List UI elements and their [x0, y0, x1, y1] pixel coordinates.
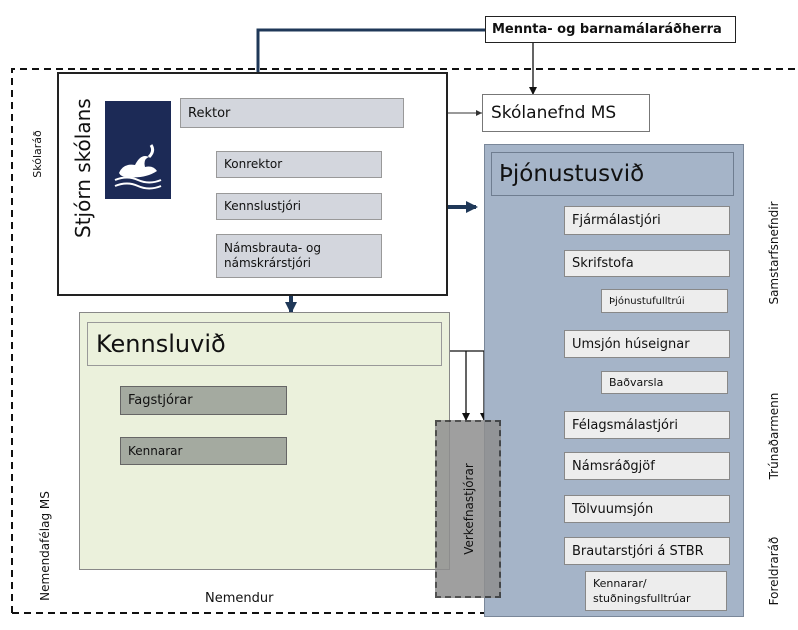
- parents-council-label: Foreldraráð: [767, 536, 781, 606]
- curriculum-director-label: Námsbrauta- og námskrárstjóri: [224, 241, 321, 270]
- deputy-rector-box: Konrektor: [216, 151, 382, 178]
- counseling-box: Námsráðgjöf: [564, 452, 730, 480]
- social-label: Félagsmálastjóri: [572, 417, 678, 433]
- teaching-to-projects: [450, 350, 485, 420]
- stbr-staff-box: Kennarar/ stuðningsfulltrúar: [585, 571, 727, 611]
- services-title: Þjónustusvið: [499, 161, 645, 187]
- students-label: Nemendur: [205, 591, 274, 606]
- office-box: Skrifstofa: [564, 250, 730, 277]
- subject-heads-box: Fagstjórar: [120, 386, 287, 415]
- finance-label: Fjármálastjóri: [572, 213, 661, 228]
- minister-label: Mennta- og barnamálaráðherra: [492, 22, 722, 37]
- property-label: Umsjón húseignar: [572, 336, 690, 352]
- teachers-box: Kennarar: [120, 437, 287, 465]
- stbr-head-box: Brautarstjóri á STBR: [564, 537, 730, 565]
- it-label: Tölvuumsjón: [572, 501, 654, 517]
- project-managers-box: [435, 420, 501, 598]
- finance-box: Fjármálastjóri: [564, 206, 730, 235]
- office-label: Skrifstofa: [572, 256, 634, 271]
- minister-box: Mennta- og barnamálaráðherra: [485, 16, 736, 43]
- bath-guard-label: Baðvarsla: [609, 376, 664, 389]
- joint-committees-label: Samstarfsnefndir: [767, 201, 781, 305]
- stbr-head-label: Brautarstjóri á STBR: [572, 543, 704, 559]
- school-committee-label: Skólanefnd MS: [491, 103, 617, 123]
- rector-label: Rektor: [188, 105, 231, 121]
- trustees-label: Trúnaðarmenn: [767, 392, 781, 480]
- curriculum-director-box: Námsbrauta- og námskrárstjóri: [216, 234, 382, 278]
- property-box: Umsjón húseignar: [564, 330, 730, 358]
- stbr-staff-label: Kennarar/ stuðningsfulltrúar: [593, 577, 691, 605]
- school-committee-box: Skólanefnd MS: [482, 94, 650, 132]
- teachers-label: Kennarar: [128, 443, 183, 458]
- deputy-rector-label: Konrektor: [224, 157, 283, 171]
- it-box: Tölvuumsjón: [564, 495, 730, 523]
- subject-heads-label: Fagstjórar: [128, 393, 193, 408]
- school-council-label: Skólaráð: [31, 130, 44, 178]
- services-title-box: Þjónustusvið: [491, 152, 734, 196]
- teaching-title-box: Kennsluvið: [87, 322, 442, 366]
- board-title: Stjórn skólans: [71, 98, 95, 238]
- minister-to-board-arrow: [252, 28, 485, 84]
- student-union-label: Nemendafélag MS: [38, 491, 52, 601]
- social-box: Félagsmálastjóri: [564, 411, 730, 439]
- teaching-director-box: Kennslustjóri: [216, 193, 382, 220]
- office-clerk-box: Þjónustufulltrúi: [601, 289, 728, 313]
- school-logo: [105, 101, 171, 199]
- office-clerk-label: Þjónustufulltrúi: [609, 295, 685, 307]
- swan-icon: [114, 144, 162, 190]
- teaching-director-label: Kennslustjóri: [224, 199, 301, 213]
- bath-guard-box: Baðvarsla: [601, 371, 728, 394]
- project-managers-label: Verkefnastjórar: [462, 463, 476, 555]
- rector-box: Rektor: [180, 98, 404, 128]
- counseling-label: Námsráðgjöf: [572, 458, 655, 474]
- teaching-title: Kennsluvið: [96, 330, 226, 358]
- outer-frame: [11, 68, 798, 613]
